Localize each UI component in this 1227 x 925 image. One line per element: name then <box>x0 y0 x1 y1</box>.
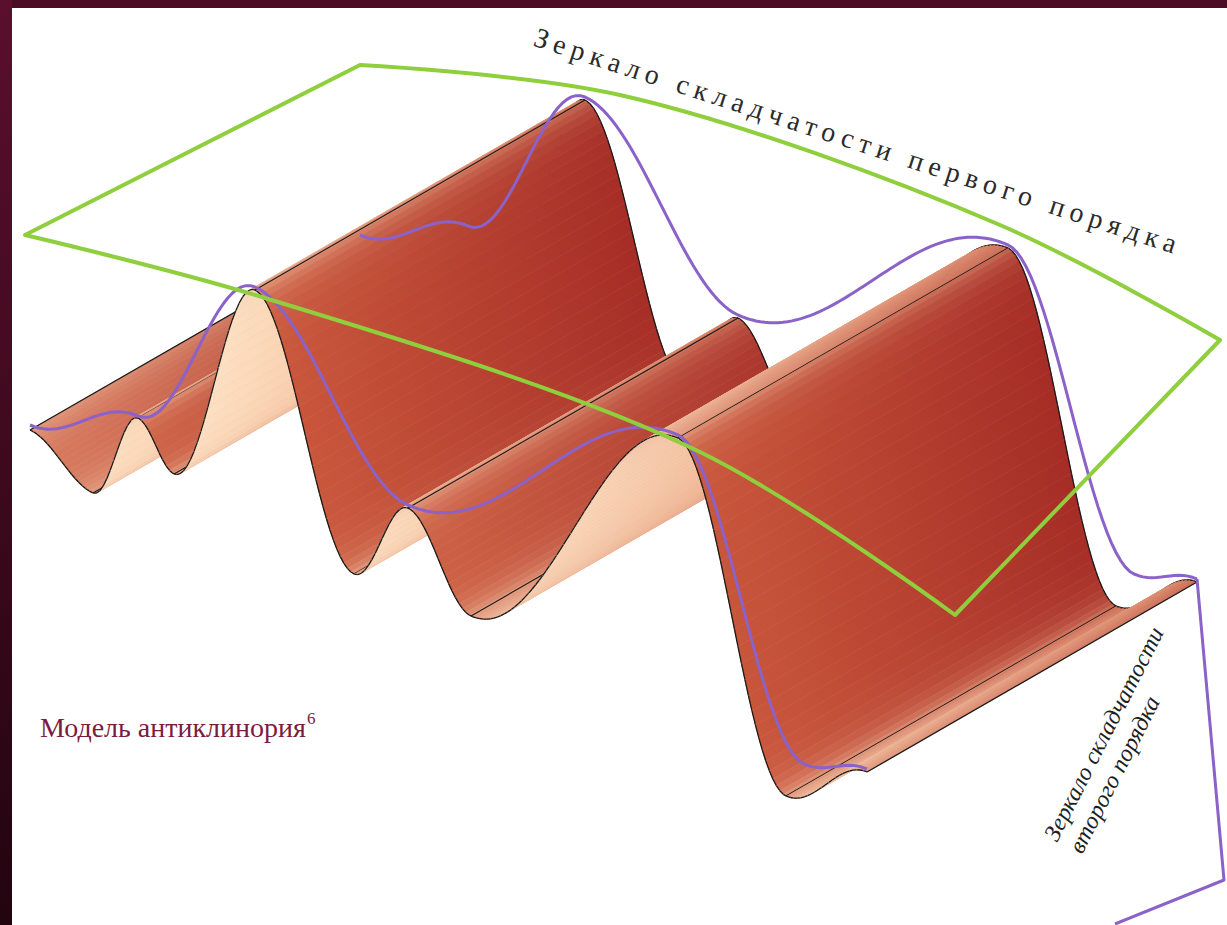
surface-edge <box>776 596 1109 791</box>
surface-face <box>769 581 1102 779</box>
figure-caption: Модель антиклинория <box>40 712 306 744</box>
surface-face <box>776 596 1109 791</box>
surface-face <box>780 601 1113 795</box>
second-order-mirror-line <box>360 96 1197 579</box>
surface-strip <box>780 601 1113 795</box>
second-order-mirror-line <box>30 286 867 769</box>
surface-edge <box>780 601 1113 795</box>
slide-side-bar <box>0 0 12 925</box>
footnote-number: 6 <box>307 709 316 729</box>
slide-top-bar <box>0 0 1227 8</box>
surface-strip <box>769 581 1102 779</box>
surface-strip <box>776 596 1109 791</box>
first-order-mirror-plane <box>25 65 1220 615</box>
surface-strip <box>773 589 1106 786</box>
surface-edge <box>773 589 1106 786</box>
surface-face <box>773 589 1106 786</box>
surface-edge <box>769 581 1102 779</box>
